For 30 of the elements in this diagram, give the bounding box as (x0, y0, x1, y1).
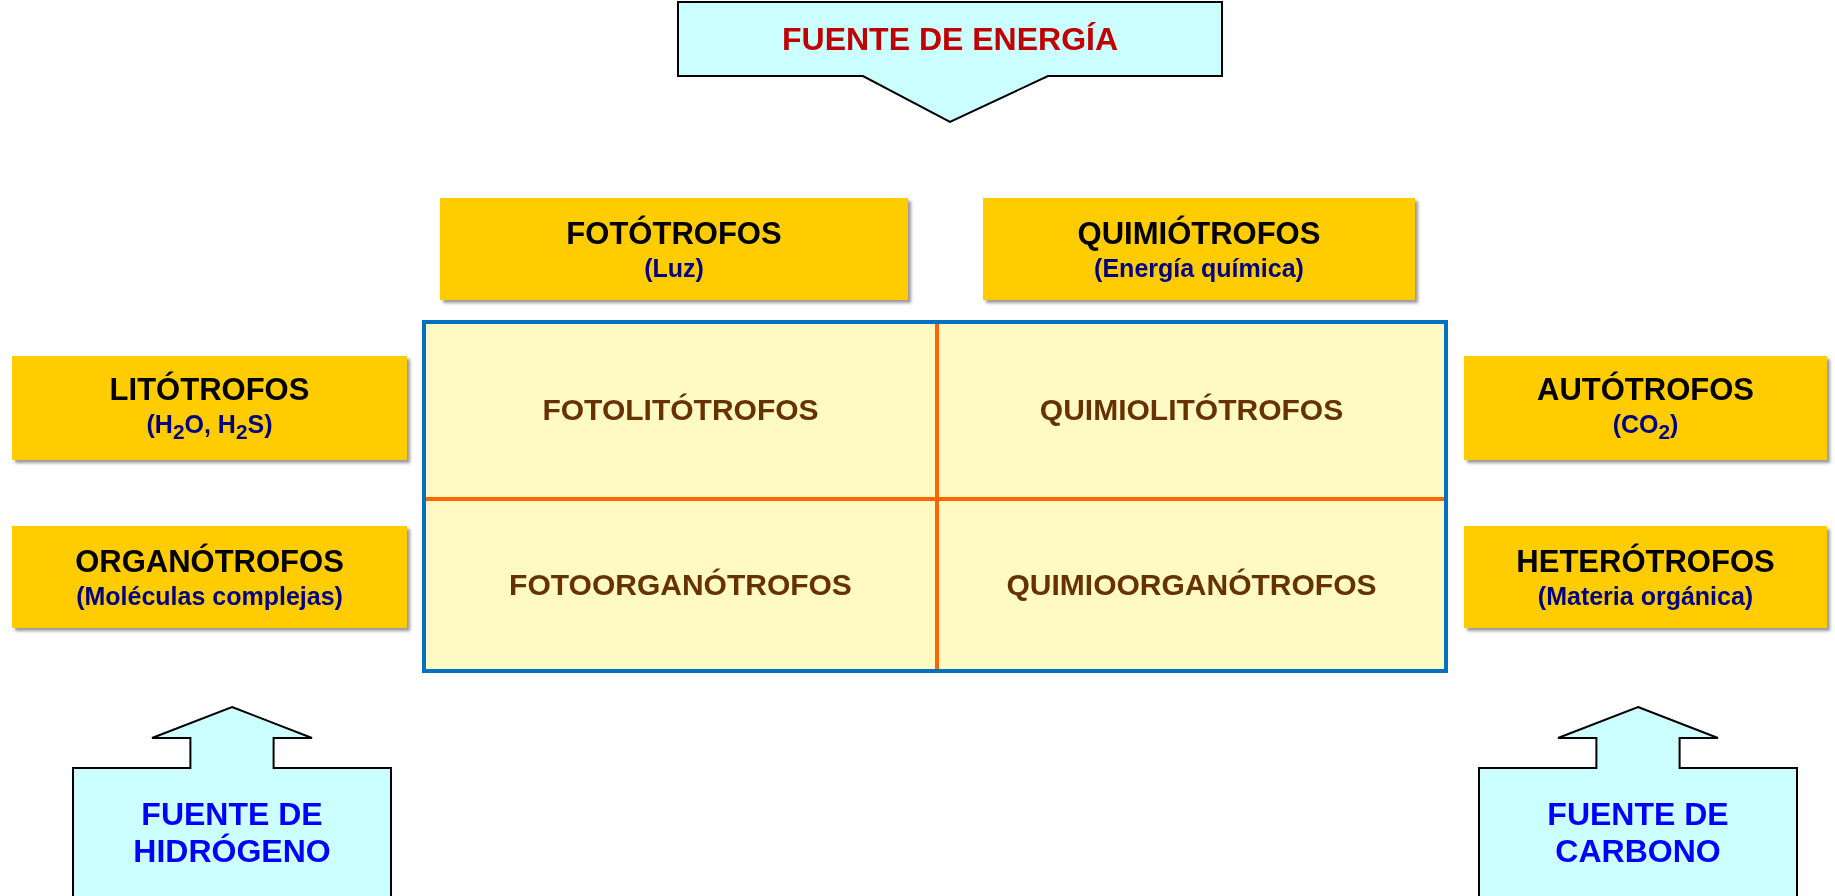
category-label: QUIMIOLITÓTROFOS (1039, 393, 1344, 428)
heading-text: FOTÓTROFOS (566, 215, 782, 252)
block-arrow (678, 2, 1222, 124)
classification-grid (422, 320, 1448, 673)
subtitle-text: (Moléculas complejas) (76, 581, 343, 611)
subtitle-text: (CO$_{2}$) (1612, 410, 1679, 444)
category-box (440, 198, 908, 300)
category-box (1464, 526, 1827, 628)
subtitle-text: (Materia orgánica) (1537, 581, 1754, 611)
block-arrow (1478, 706, 1798, 896)
subtitle-text: (H$_{2}$O, H$_{2}$S) (146, 410, 273, 444)
grid-cell (935, 496, 1444, 669)
heading-text: QUIMIÓTROFOS (1077, 215, 1321, 252)
arrow-label: FUENTE DE HIDRÓGENO (132, 795, 332, 871)
block-arrow (72, 706, 392, 896)
category-box (12, 356, 407, 460)
arrow-label: FUENTE DE CARBONO (1546, 795, 1730, 871)
subtitle-text: (Luz) (644, 253, 704, 283)
category-box (983, 198, 1415, 300)
category-box (12, 526, 407, 628)
arrow-label: FUENTE DE ENERGÍA (781, 19, 1119, 59)
heading-text: LITÓTROFOS (109, 372, 310, 408)
category-label: FOTOORGANÓTROFOS (509, 567, 852, 602)
heading-text: HETERÓTROFOS (1516, 543, 1775, 580)
category-box (1464, 356, 1827, 460)
heading-text: AUTÓTROFOS (1537, 372, 1754, 408)
category-label: FOTOLITÓTROFOS (542, 393, 819, 428)
subtitle-text: (Energía química) (1094, 253, 1304, 283)
category-label: QUIMIOORGANÓTROFOS (1006, 567, 1377, 602)
heading-text: ORGANÓTROFOS (75, 543, 344, 580)
